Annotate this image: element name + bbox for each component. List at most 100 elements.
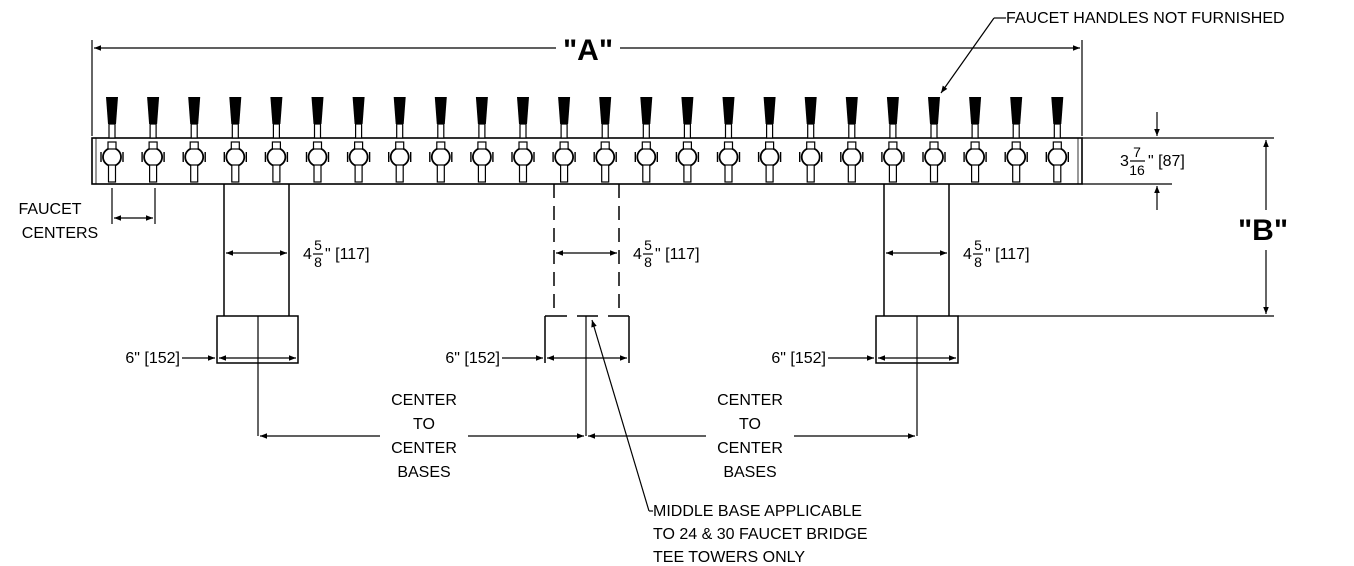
faucet-spout: [518, 164, 528, 183]
faucet-handle-icon: [475, 97, 488, 124]
faucet-centers-label-2: CENTERS: [22, 225, 98, 242]
left-column: [216, 184, 299, 436]
faucet-spout: [436, 164, 445, 183]
faucet-shank: [930, 123, 938, 139]
faucet: [223, 97, 248, 183]
faucet-body-icon: [389, 147, 410, 167]
faucet-spout: [313, 164, 322, 183]
faucet-shank: [190, 123, 198, 139]
faucet-body-icon: [718, 147, 739, 167]
center-bases-right-1: CENTER: [717, 392, 783, 409]
dimension-b-label: "B": [1238, 214, 1288, 247]
faucet-body-icon: [883, 147, 903, 167]
dimension-a-label: "A": [563, 34, 613, 67]
center-bases-left-3: CENTER: [391, 440, 457, 457]
faucet-spout: [559, 164, 569, 183]
faucet-handle-icon: [106, 97, 118, 124]
faucet-shank: [1012, 123, 1020, 139]
faucet-centers-dim: [111, 188, 156, 224]
faucet-shank: [355, 123, 363, 139]
faucet: [757, 97, 782, 183]
faucet: [182, 97, 206, 183]
faucet-spout: [354, 164, 363, 183]
faucet-body-icon: [266, 147, 287, 167]
faucet-handle-icon: [804, 97, 817, 124]
left-base-label: 6" [152]: [125, 350, 180, 367]
left-column-suffix: " [117]: [325, 246, 370, 263]
faucet-handle-icon: [763, 97, 776, 124]
bar-height-label: 3 7 16 " [87]: [1120, 144, 1185, 178]
left-column-num: 5: [314, 237, 322, 253]
middle-note-3: TEE TOWERS ONLY: [653, 549, 805, 566]
center-bases-left-1: CENTER: [391, 392, 457, 409]
middle-base-label: 6" [152]: [445, 350, 500, 367]
faucet-handle-icon: [558, 97, 571, 124]
right-column-num: 5: [974, 237, 982, 253]
faucet-handle-icon: [681, 97, 694, 124]
faucet-body-icon: [677, 147, 698, 167]
faucet-spout: [806, 164, 815, 183]
faucet-handle-icon: [928, 97, 940, 124]
faucet-body-icon: [800, 147, 821, 167]
left-column-den: 8: [314, 254, 322, 270]
faucet-handle-icon: [599, 97, 612, 124]
faucet: [922, 97, 946, 183]
left-column-whole: 4: [303, 246, 312, 263]
faucet: [840, 97, 864, 183]
bar-height-num: 7: [1133, 144, 1141, 160]
faucet-body-icon: [1047, 147, 1068, 167]
faucet: [429, 97, 453, 183]
faucet-body-icon: [471, 147, 492, 167]
faucet-row: [100, 97, 1070, 183]
faucet-spout: [1012, 164, 1021, 183]
center-bases-left-4: BASES: [397, 464, 450, 481]
center-bases-right-3: CENTER: [717, 440, 783, 457]
faucet-spout: [847, 164, 856, 183]
faucet-handle-icon: [886, 97, 899, 124]
faucet-spout: [231, 164, 240, 183]
faucet-shank: [149, 123, 157, 139]
faucet-shank: [272, 123, 280, 139]
faucet: [634, 97, 658, 183]
middle-column-den: 8: [644, 254, 652, 270]
faucet-centers-label-1: FAUCET: [18, 201, 81, 218]
center-bases-left-2: TO: [413, 416, 435, 433]
faucet-spout: [970, 164, 980, 183]
faucet-handle-icon: [393, 97, 406, 124]
faucet-spout: [395, 164, 404, 183]
faucet: [552, 97, 576, 183]
middle-column-label: 4 5 8 " [117]: [633, 237, 700, 270]
faucet-handle-icon: [1010, 97, 1023, 124]
faucet-shank: [519, 123, 527, 139]
bar-height-dim: [1082, 112, 1274, 210]
faucet-shank: [1053, 123, 1061, 139]
faucet: [963, 97, 987, 183]
faucet: [881, 97, 905, 183]
bridge-bar: [91, 137, 1083, 185]
faucet-body-icon: [759, 147, 780, 167]
faucet: [675, 97, 700, 183]
faucet-body-icon: [143, 147, 164, 167]
faucet-shank: [724, 123, 733, 139]
right-column-whole: 4: [963, 246, 972, 263]
bar-height-suffix: " [87]: [1148, 153, 1185, 170]
faucet-shank: [683, 123, 692, 139]
faucet-handle-icon: [311, 97, 324, 124]
faucet-handle-icon: [517, 97, 529, 124]
faucet-handle-icon: [969, 97, 982, 124]
faucet-shank: [231, 123, 239, 139]
right-base-label: 6" [152]: [771, 350, 826, 367]
faucet-spout: [888, 164, 898, 183]
bar-height-den: 16: [1129, 162, 1145, 178]
faucet-shank: [889, 123, 897, 139]
faucet-shank: [313, 123, 322, 139]
faucet-spout: [765, 164, 774, 183]
faucet-handle-icon: [434, 97, 447, 124]
faucet-spout: [477, 164, 486, 183]
faucet-spout: [683, 164, 692, 183]
right-column: [875, 184, 959, 436]
left-column-label: 4 5 8 " [117]: [303, 237, 370, 270]
faucet-handle-icon: [147, 97, 160, 124]
